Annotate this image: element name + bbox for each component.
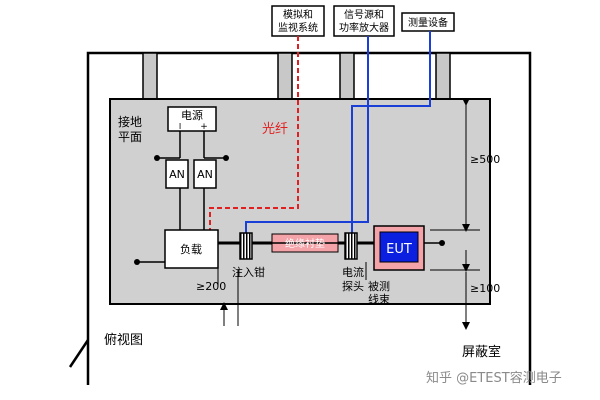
load-label: 负载 — [180, 242, 202, 256]
cable-under-test-label-1: 被测 — [368, 280, 390, 293]
load-box — [164, 229, 219, 269]
cable-under-test-label-2: 线束 — [368, 292, 390, 306]
eut-label: EUT — [386, 242, 412, 257]
an-label-left: AN — [169, 168, 185, 181]
sim-monitor-label-2: 监视系统 — [278, 21, 318, 34]
insulation-label: 绝缘衬垫 — [285, 237, 325, 250]
signal-source-label-2: 功率放大器 — [339, 21, 389, 34]
power-minus-label: I — [179, 122, 181, 131]
ground-plane — [109, 98, 491, 305]
measure-equip-cable — [351, 31, 431, 240]
measure-equip-label: 测量设备 — [408, 16, 448, 29]
feedthrough-1 — [142, 52, 158, 100]
dim-500-label: ≥500 — [470, 153, 500, 166]
an-label-right: AN — [197, 168, 213, 181]
sim-monitor-label-1: 模拟和 — [283, 8, 313, 21]
measure-equip-box — [401, 12, 455, 32]
an-box-left — [165, 159, 189, 189]
ground-terminal-left-dot — [154, 155, 160, 161]
dim-100-label: ≥100 — [470, 282, 500, 295]
feedthrough-2 — [277, 52, 293, 100]
dim-200-label: ≥200 — [196, 280, 226, 293]
feedthrough-4 — [435, 52, 451, 100]
ground-terminal-right-dot — [223, 155, 229, 161]
signal-source-box — [333, 5, 395, 37]
shielded-room-door — [68, 339, 90, 368]
power-supply-label: 电源 — [181, 108, 203, 122]
eut-ground-dot — [439, 240, 445, 246]
ground-plane-label-2: 平面 — [118, 130, 142, 144]
an-box-right — [193, 159, 217, 189]
power-supply-box — [167, 106, 217, 132]
signal-source-cable — [245, 36, 369, 240]
eut-inner — [379, 231, 419, 263]
injection-clamp-label: 注入钳 — [232, 265, 265, 279]
shielded-room-label: 屏蔽室 — [462, 344, 501, 360]
load-ground-dot — [134, 259, 140, 265]
injection-clamp — [239, 232, 253, 260]
signal-source-label-1: 信号源和 — [344, 8, 384, 21]
fiber-label: 光纤 — [262, 122, 288, 137]
ground-plane-label-1: 接地 — [118, 114, 142, 129]
watermark: 知乎 @ETEST容测电子 — [426, 370, 562, 386]
current-probe-label-1: 电流 — [342, 265, 364, 279]
current-probe — [344, 232, 358, 260]
feedthrough-3 — [339, 52, 355, 100]
shielded-room-wall — [86, 51, 532, 385]
top-view-label: 俯视图 — [104, 332, 143, 348]
power-plus-label: + — [200, 122, 208, 132]
fiber-optic-line — [209, 36, 299, 238]
current-probe-label-2: 探头 — [342, 280, 364, 293]
